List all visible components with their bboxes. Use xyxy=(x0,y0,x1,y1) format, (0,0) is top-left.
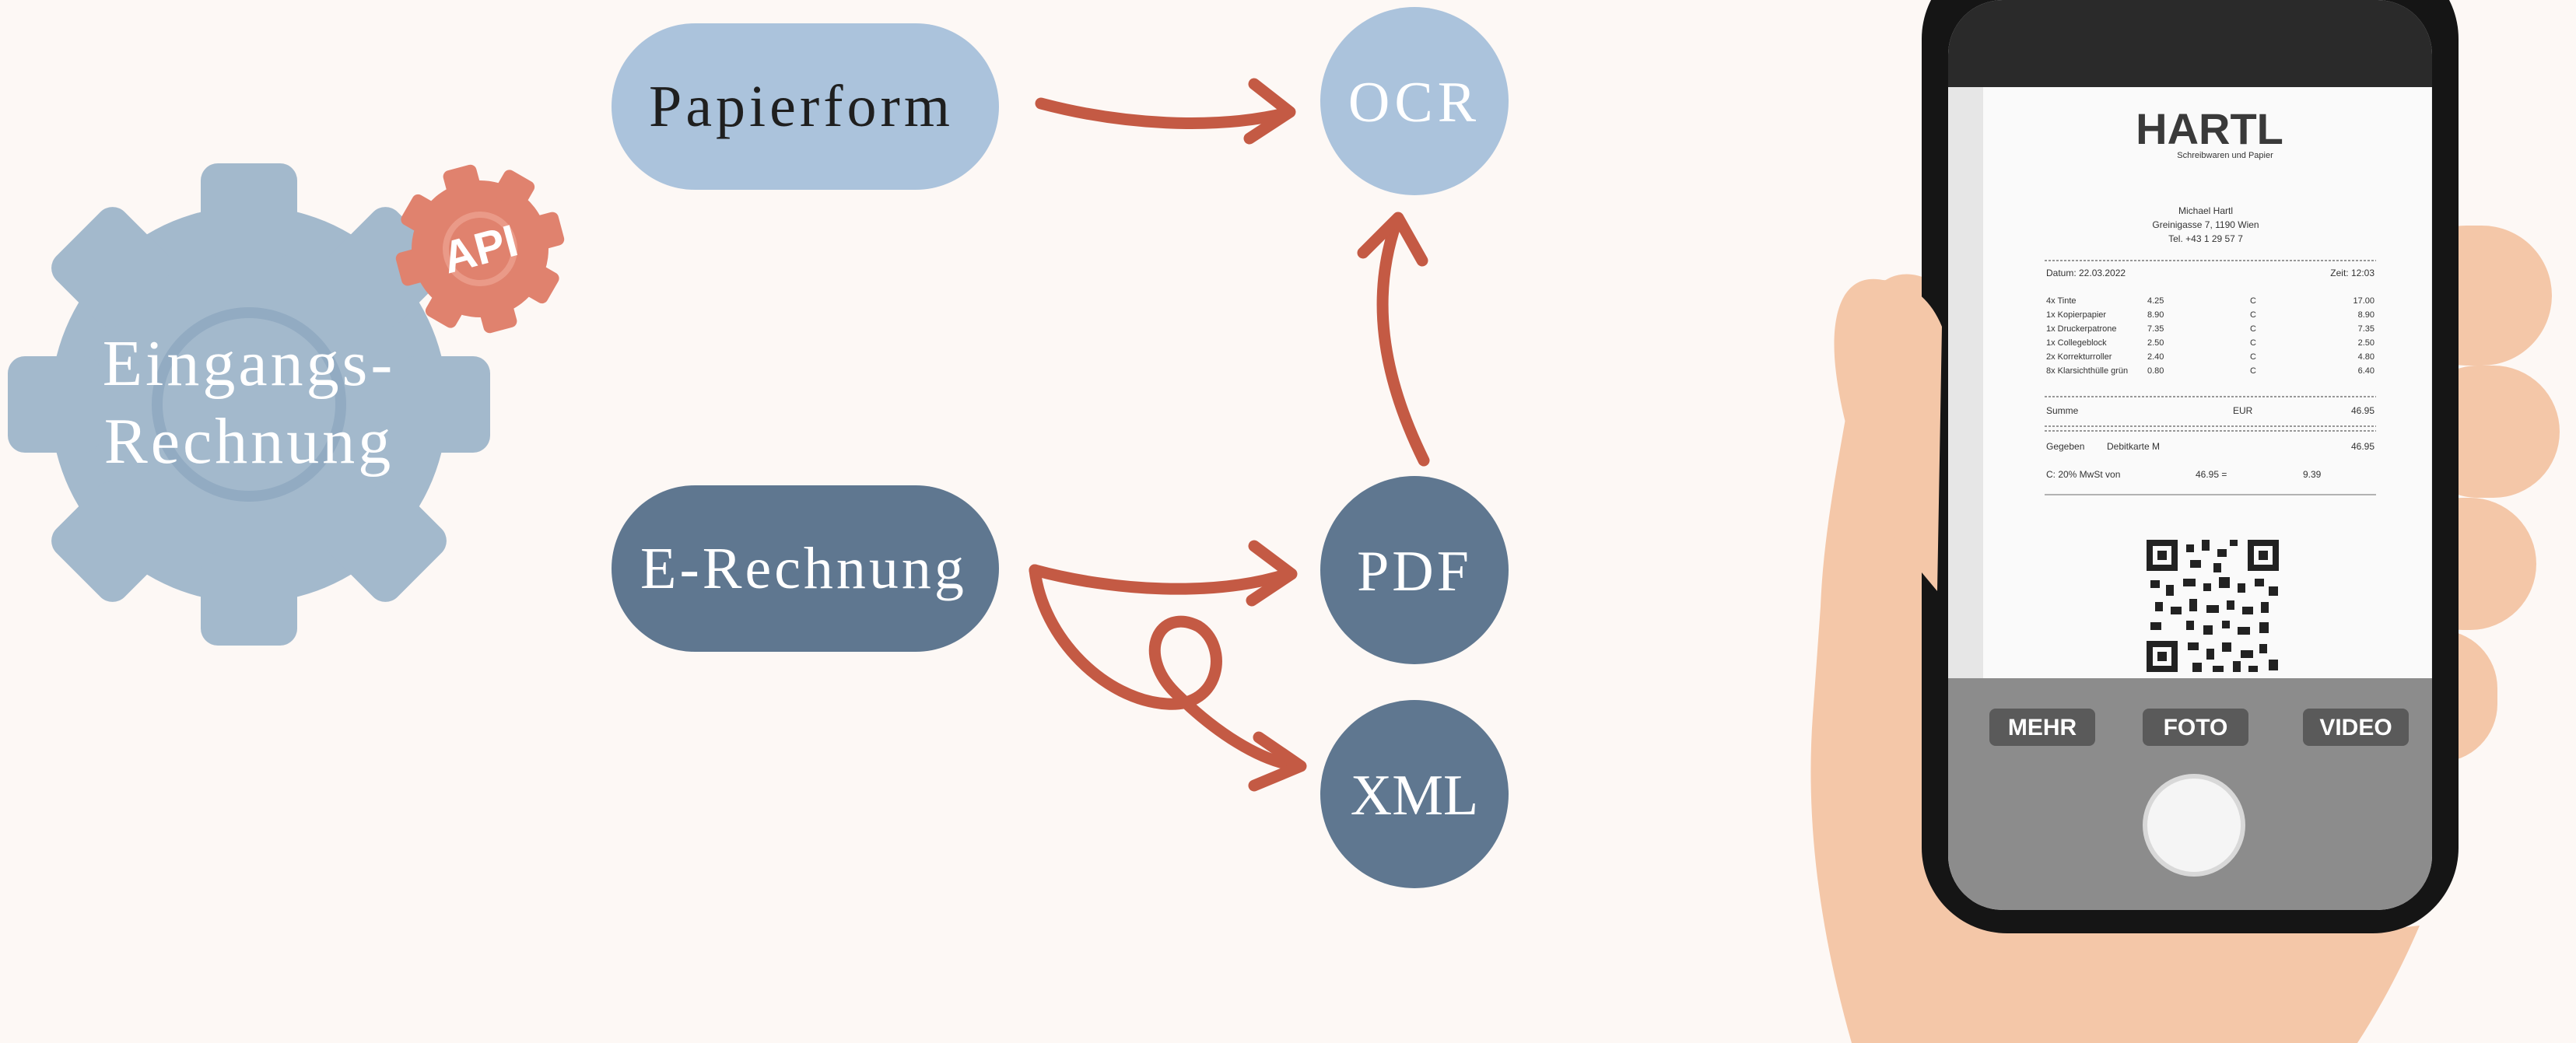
receipt-sum-currency: EUR xyxy=(2233,405,2253,416)
receipt-tagline: Schreibwaren und Papier xyxy=(2177,151,2273,160)
api-badge-gear-icon: API xyxy=(395,164,565,334)
pdf-circle xyxy=(1320,476,1509,664)
receipt-tax-label: C: 20% MwSt von xyxy=(2046,469,2120,480)
camera-mode-buttons: MEHR FOTO VIDEO xyxy=(1989,709,2409,746)
camera-mode-more-label: MEHR xyxy=(2008,715,2077,740)
paper-pill xyxy=(612,23,999,190)
receipt-item-name: 4x Tinte xyxy=(2046,296,2077,306)
ocr-label: OCR xyxy=(1348,71,1481,135)
receipt-item-price: 8.90 xyxy=(2147,310,2164,320)
camera-mode-photo-label: FOTO xyxy=(2164,715,2228,740)
receipt-owner: Michael Hartl xyxy=(2178,205,2233,216)
receipt-item-name: 1x Kopierpapier xyxy=(2046,310,2106,320)
gear-label-line1: Eingangs- xyxy=(103,327,396,400)
receipt-item-total: 2.50 xyxy=(2358,338,2374,348)
receipt-date: Datum: 22.03.2022 xyxy=(2046,268,2126,278)
receipt-item-code: C xyxy=(2250,296,2256,306)
receipt-phone: Tel. +43 1 29 57 7 xyxy=(2168,233,2243,244)
camera-mode-video-button[interactable] xyxy=(2303,709,2409,746)
receipt-item-name: 1x Collegeblock xyxy=(2046,338,2107,348)
receipt-item-price: 2.50 xyxy=(2147,338,2164,348)
receipt-sum-label: Summe xyxy=(2046,405,2079,416)
arrow-einvoice-to-xml-loop xyxy=(1029,564,1307,792)
receipt-item-code: C xyxy=(2250,310,2256,320)
receipt-item-total: 4.80 xyxy=(2358,352,2374,362)
shutter-button[interactable] xyxy=(2143,774,2245,877)
receipt-paid-method: Debitkarte M xyxy=(2107,441,2160,452)
arrow-pdf-to-ocr xyxy=(1357,212,1430,467)
thumb-illustration xyxy=(1834,278,1942,591)
receipt-item-code: C xyxy=(2250,324,2256,334)
ocr-circle xyxy=(1320,7,1509,195)
receipt-item-total: 7.35 xyxy=(2358,324,2374,334)
receipt-item-code: C xyxy=(2250,366,2256,376)
receipt-item-name: 8x Klarsichthülle grün xyxy=(2046,366,2128,376)
receipt-item-total: 6.40 xyxy=(2358,366,2374,376)
receipt-items: 4x Tinte 4.25 C 17.00 1x Kopierpapier 8.… xyxy=(2046,296,2374,376)
receipt-paid-value: 46.95 xyxy=(2351,441,2374,452)
camera-mode-video-label: VIDEO xyxy=(2319,715,2392,740)
gear-icon xyxy=(8,163,490,646)
camera-mode-more-button[interactable] xyxy=(1989,709,2095,746)
qr-code-icon xyxy=(2145,538,2280,674)
pdf-label: PDF xyxy=(1357,540,1472,604)
receipt-paid-label: Gegeben xyxy=(2046,441,2084,452)
receipt-address: Greinigasse 7, 1190 Wien xyxy=(2152,219,2259,230)
receipt-item-code: C xyxy=(2250,352,2256,362)
paper-pill-label: Papierform xyxy=(649,74,954,139)
einvoice-pill xyxy=(612,485,999,652)
xml-label: XML xyxy=(1351,764,1478,828)
receipt-store-name: HARTL xyxy=(2136,104,2283,153)
arrow-einvoice-to-pdf xyxy=(1029,540,1298,607)
camera-mode-photo-button[interactable] xyxy=(2143,709,2248,746)
receipt-item-total: 17.00 xyxy=(2353,296,2374,306)
receipt-item-price: 7.35 xyxy=(2147,324,2164,334)
einvoice-pill-label: E-Rechnung xyxy=(640,536,967,601)
receipt-item-price: 0.80 xyxy=(2147,366,2164,376)
receipt-tax-base: 46.95 = xyxy=(2196,469,2227,480)
gear-label-line2: Rechnung xyxy=(104,405,394,478)
receipt-item-code: C xyxy=(2250,338,2256,348)
receipt-content: HARTL Schreibwaren und Papier Michael Ha… xyxy=(2045,104,2376,674)
receipt-item-price: 4.25 xyxy=(2147,296,2164,306)
receipt-item-total: 8.90 xyxy=(2358,310,2374,320)
receipt-item-name: 2x Korrekturroller xyxy=(2046,352,2112,362)
xml-circle xyxy=(1320,700,1509,888)
receipt-item-name: 1x Druckerpatrone xyxy=(2046,324,2117,334)
receipt-item-price: 2.40 xyxy=(2147,352,2164,362)
receipt-time: Zeit: 12:03 xyxy=(2330,268,2374,278)
receipt-tax-value: 9.39 xyxy=(2303,469,2322,480)
receipt-sum-value: 46.95 xyxy=(2351,405,2374,416)
arrow-paper-to-ocr xyxy=(1035,78,1296,145)
